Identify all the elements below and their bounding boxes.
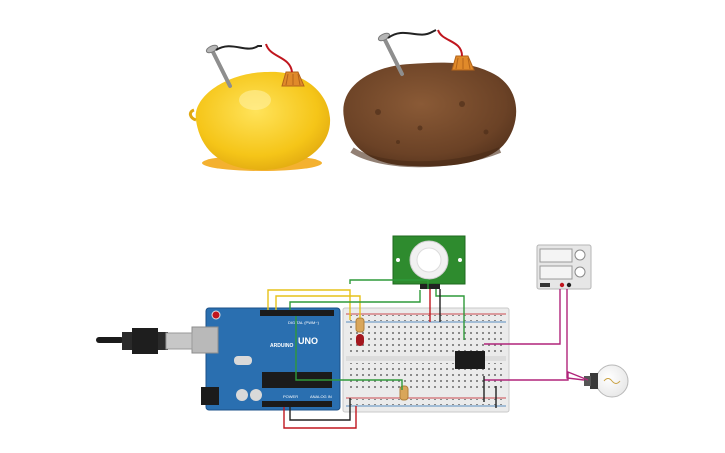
led-icon[interactable] <box>356 334 364 346</box>
copper-coin-electrode-icon <box>451 55 475 71</box>
light-bulb-icon[interactable] <box>584 364 629 398</box>
wires <box>267 279 589 429</box>
lemon-battery-icon[interactable] <box>188 43 331 171</box>
copper-coin-electrode-icon <box>281 71 305 87</box>
arduino-uno-board[interactable]: ARDUINO UNO DIGITAL (PWM~) POWER ANALOG … <box>191 307 341 411</box>
breadboard[interactable] <box>342 307 510 413</box>
potato-battery-icon[interactable] <box>343 29 517 168</box>
nail-electrode-icon <box>377 32 404 76</box>
power-header-label: POWER <box>283 394 298 399</box>
pir-sensor-icon[interactable] <box>392 235 466 289</box>
analog-header-label: ANALOG IN <box>310 394 332 399</box>
usb-cable-icon[interactable] <box>96 328 193 354</box>
arduino-model-label: UNO <box>298 336 318 346</box>
arduino-brand-label: ARDUINO <box>270 343 293 349</box>
nail-electrode-icon <box>205 44 232 88</box>
digital-header-label: DIGITAL (PWM~) <box>288 320 320 325</box>
relay-icon[interactable] <box>455 351 485 369</box>
power-supply-icon[interactable] <box>536 244 592 290</box>
